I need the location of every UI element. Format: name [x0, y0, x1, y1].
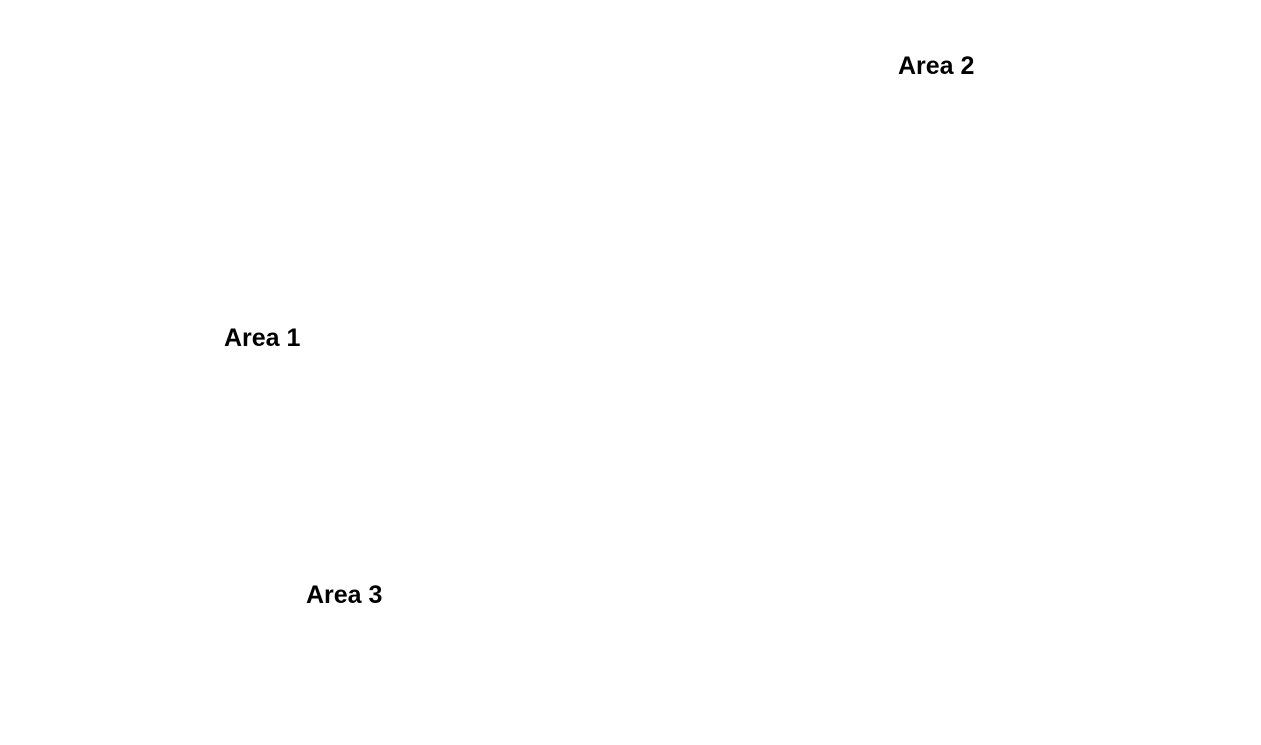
area-3-label: Area 3 [306, 581, 383, 609]
area-1-label: Area 1 [224, 324, 301, 352]
area-2-label: Area 2 [898, 52, 975, 80]
